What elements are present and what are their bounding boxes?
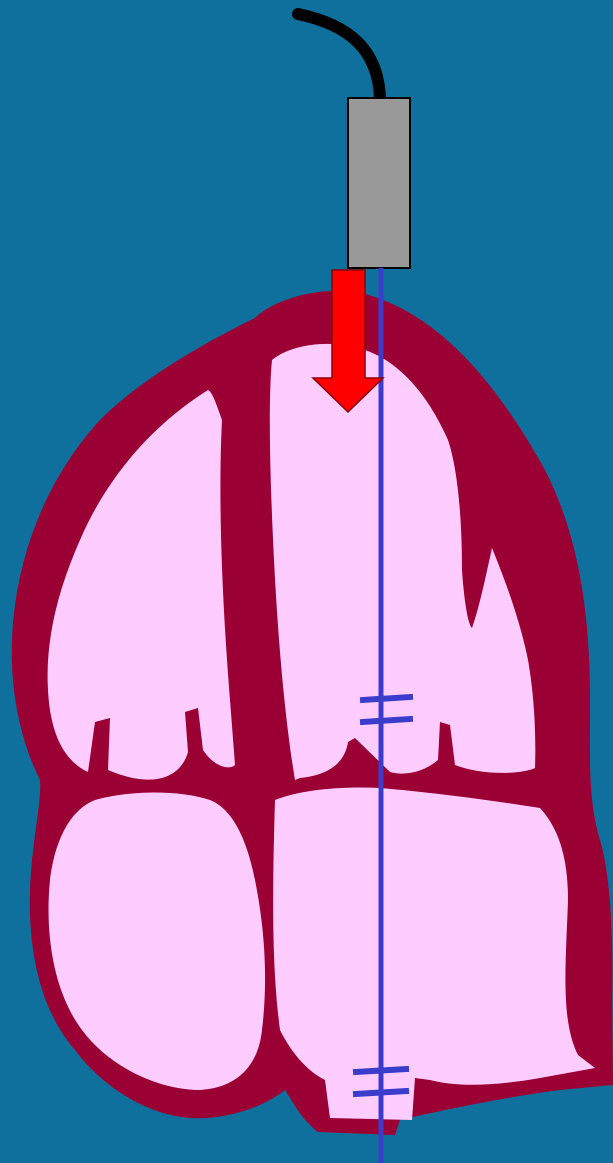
ultrasound-probe [348, 98, 410, 268]
right-atrium [273, 788, 595, 1121]
